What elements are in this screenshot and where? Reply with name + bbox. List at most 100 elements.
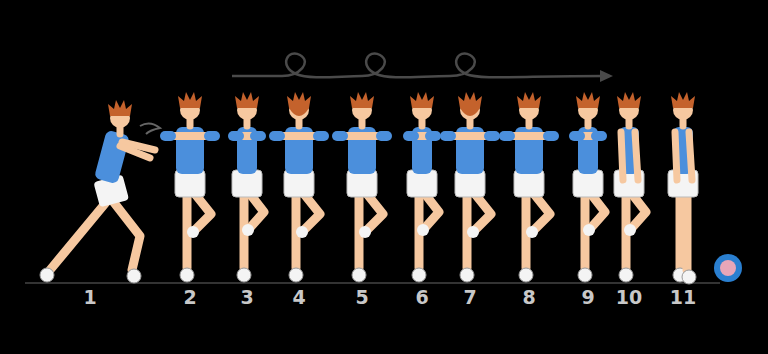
arms bbox=[445, 132, 495, 140]
arm bbox=[675, 132, 677, 180]
shorts bbox=[514, 170, 544, 197]
sleeve bbox=[596, 131, 602, 141]
hair bbox=[458, 92, 482, 108]
shorts bbox=[232, 170, 262, 197]
callout-number: 8 bbox=[511, 286, 547, 308]
sleeve bbox=[337, 131, 343, 141]
shoe bbox=[237, 268, 251, 282]
gymnast-figure bbox=[573, 92, 605, 282]
callout-number: 6 bbox=[404, 286, 440, 308]
arms bbox=[408, 132, 436, 140]
sleeve bbox=[504, 131, 510, 141]
shorts bbox=[284, 170, 314, 197]
shoe bbox=[619, 268, 633, 282]
shoe bbox=[412, 268, 426, 282]
sleeve bbox=[430, 131, 436, 141]
leg bbox=[683, 194, 692, 270]
hair bbox=[235, 92, 259, 108]
arm bbox=[689, 132, 692, 180]
sleeve bbox=[318, 131, 324, 141]
sleeve bbox=[165, 131, 171, 141]
shirt bbox=[94, 130, 130, 185]
hair bbox=[671, 92, 695, 108]
shorts bbox=[455, 170, 485, 197]
callout-number: 10 bbox=[611, 286, 647, 308]
arm bbox=[621, 132, 623, 180]
gymnast-figure bbox=[668, 92, 698, 284]
leg bbox=[532, 194, 550, 232]
arms bbox=[504, 132, 554, 140]
shoe bbox=[526, 226, 538, 238]
gymnast-figure bbox=[165, 92, 215, 282]
arrowhead bbox=[600, 70, 613, 82]
shoe bbox=[127, 269, 141, 283]
sleeve bbox=[408, 131, 414, 141]
shoe bbox=[519, 268, 533, 282]
hair bbox=[517, 92, 541, 108]
hair bbox=[108, 100, 132, 116]
shoe bbox=[682, 270, 696, 284]
callout-number: 2 bbox=[172, 286, 208, 308]
shoe bbox=[460, 268, 474, 282]
gymnast-figure bbox=[40, 100, 155, 283]
shorts bbox=[573, 170, 603, 197]
shorts bbox=[407, 170, 437, 197]
sleeve bbox=[489, 131, 495, 141]
leg bbox=[473, 194, 491, 232]
sleeve bbox=[255, 131, 261, 141]
shoe bbox=[289, 268, 303, 282]
leg bbox=[193, 194, 211, 232]
shoe bbox=[180, 268, 194, 282]
shoe bbox=[40, 268, 54, 282]
shoe bbox=[187, 226, 199, 238]
gymnast-figure bbox=[614, 92, 646, 282]
sleeve bbox=[574, 131, 580, 141]
arms bbox=[165, 132, 215, 140]
shoe bbox=[578, 268, 592, 282]
leg bbox=[365, 194, 383, 232]
gymnast-figure bbox=[504, 92, 554, 282]
ground-line bbox=[25, 282, 720, 284]
arm bbox=[120, 146, 150, 158]
shoe bbox=[242, 224, 254, 236]
shoe bbox=[583, 224, 595, 236]
callout-number: 5 bbox=[344, 286, 380, 308]
shorts bbox=[175, 170, 205, 197]
hair bbox=[178, 92, 202, 108]
gymnast-figure bbox=[232, 92, 264, 282]
sleeve bbox=[233, 131, 239, 141]
shoe bbox=[417, 224, 429, 236]
leg bbox=[112, 200, 140, 270]
sleeve bbox=[548, 131, 554, 141]
callout-number: 7 bbox=[452, 286, 488, 308]
shoe bbox=[296, 226, 308, 238]
shoe bbox=[467, 226, 479, 238]
logo bbox=[714, 254, 742, 282]
hair bbox=[410, 92, 434, 108]
turn-arrow bbox=[232, 53, 604, 77]
hair bbox=[287, 92, 311, 108]
shoe bbox=[352, 268, 366, 282]
arms bbox=[337, 132, 387, 140]
gymnast-figure bbox=[274, 92, 324, 282]
callout-number: 1 bbox=[72, 286, 108, 308]
hair bbox=[576, 92, 600, 108]
leg bbox=[302, 194, 320, 232]
hair bbox=[289, 108, 309, 116]
motion-mark bbox=[140, 123, 160, 134]
hair bbox=[460, 108, 480, 116]
hair bbox=[350, 92, 374, 108]
shoe bbox=[624, 224, 636, 236]
sleeve bbox=[274, 131, 280, 141]
arms bbox=[233, 132, 261, 140]
callout-number: 9 bbox=[570, 286, 606, 308]
sleeve bbox=[209, 131, 215, 141]
callout-number: 3 bbox=[229, 286, 265, 308]
gymnast-figure bbox=[337, 92, 387, 282]
gymnast-figure bbox=[445, 92, 495, 282]
gymnast-figure bbox=[407, 92, 439, 282]
sleeve bbox=[445, 131, 451, 141]
shorts bbox=[347, 170, 377, 197]
